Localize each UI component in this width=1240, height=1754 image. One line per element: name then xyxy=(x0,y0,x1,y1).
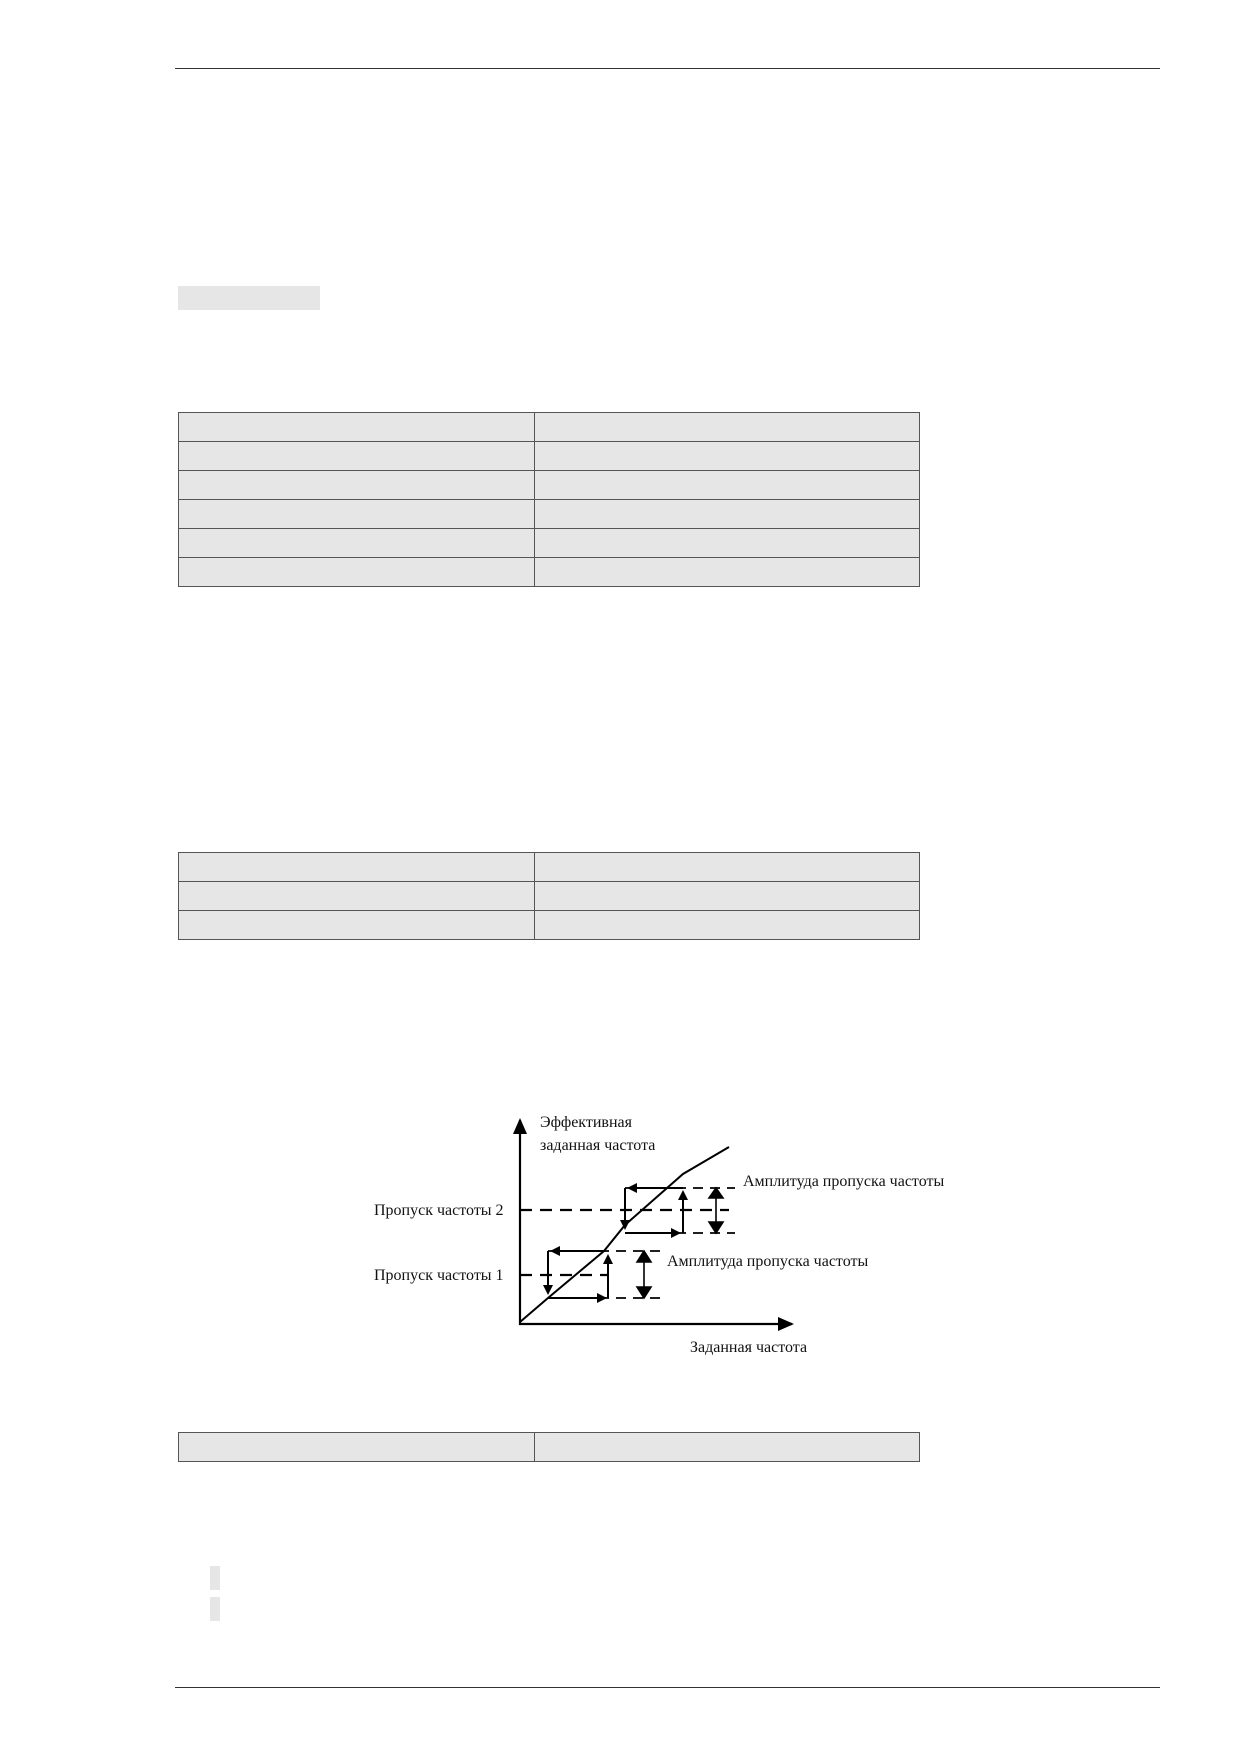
parameter-table-3 xyxy=(178,1432,920,1462)
skip-frequency-2-label: Пропуск частоты 2 xyxy=(374,1202,504,1219)
parameter-table-2 xyxy=(178,852,920,940)
table-row xyxy=(178,528,920,558)
reference-line xyxy=(519,1146,730,1323)
table-row xyxy=(178,441,920,471)
footer-rule xyxy=(175,1687,1160,1688)
table-cell xyxy=(178,412,535,442)
hysteresis-loop-1 xyxy=(543,1246,613,1303)
table-cell xyxy=(534,881,920,911)
section-heading-placeholder xyxy=(178,286,320,310)
table-row xyxy=(178,910,920,940)
table-cell xyxy=(534,412,920,442)
table-row xyxy=(178,412,920,442)
table-cell xyxy=(178,910,535,940)
table-cell xyxy=(178,557,535,587)
table-row xyxy=(178,470,920,500)
amplitude-label-upper: Амплитуда пропуска частоты xyxy=(743,1173,944,1190)
table-cell xyxy=(178,528,535,558)
table-cell xyxy=(178,441,535,471)
amplitude-marker-1 xyxy=(635,1249,653,1300)
header-rule xyxy=(175,68,1160,69)
table-cell xyxy=(534,441,920,471)
table-cell xyxy=(534,1432,920,1462)
y-axis-label-line2: заданная частота xyxy=(540,1137,655,1154)
table-cell xyxy=(534,470,920,500)
skip-frequency-1-label: Пропуск частоты 1 xyxy=(374,1267,504,1284)
table-cell xyxy=(534,528,920,558)
table-row xyxy=(178,881,920,911)
y-axis-label-line1: Эффективная xyxy=(540,1114,633,1131)
table-cell xyxy=(178,881,535,911)
x-axis-label: Заданная частота xyxy=(690,1339,807,1356)
table-cell xyxy=(178,470,535,500)
amplitude-marker-2 xyxy=(707,1186,725,1235)
table-cell xyxy=(178,1432,535,1462)
bullet-placeholder xyxy=(210,1566,220,1590)
hysteresis-loop-2 xyxy=(620,1183,688,1238)
table-cell xyxy=(178,852,535,882)
table-cell xyxy=(534,499,920,529)
table-row xyxy=(178,557,920,587)
table-cell xyxy=(534,557,920,587)
bullet-placeholder xyxy=(210,1597,220,1621)
table-row xyxy=(178,852,920,882)
table-cell xyxy=(534,910,920,940)
table-row xyxy=(178,1432,920,1462)
amplitude-label-lower: Амплитуда пропуска частоты xyxy=(667,1253,868,1270)
table-row xyxy=(178,499,920,529)
table-cell xyxy=(534,852,920,882)
table-cell xyxy=(178,499,535,529)
parameter-table-1 xyxy=(178,412,920,587)
